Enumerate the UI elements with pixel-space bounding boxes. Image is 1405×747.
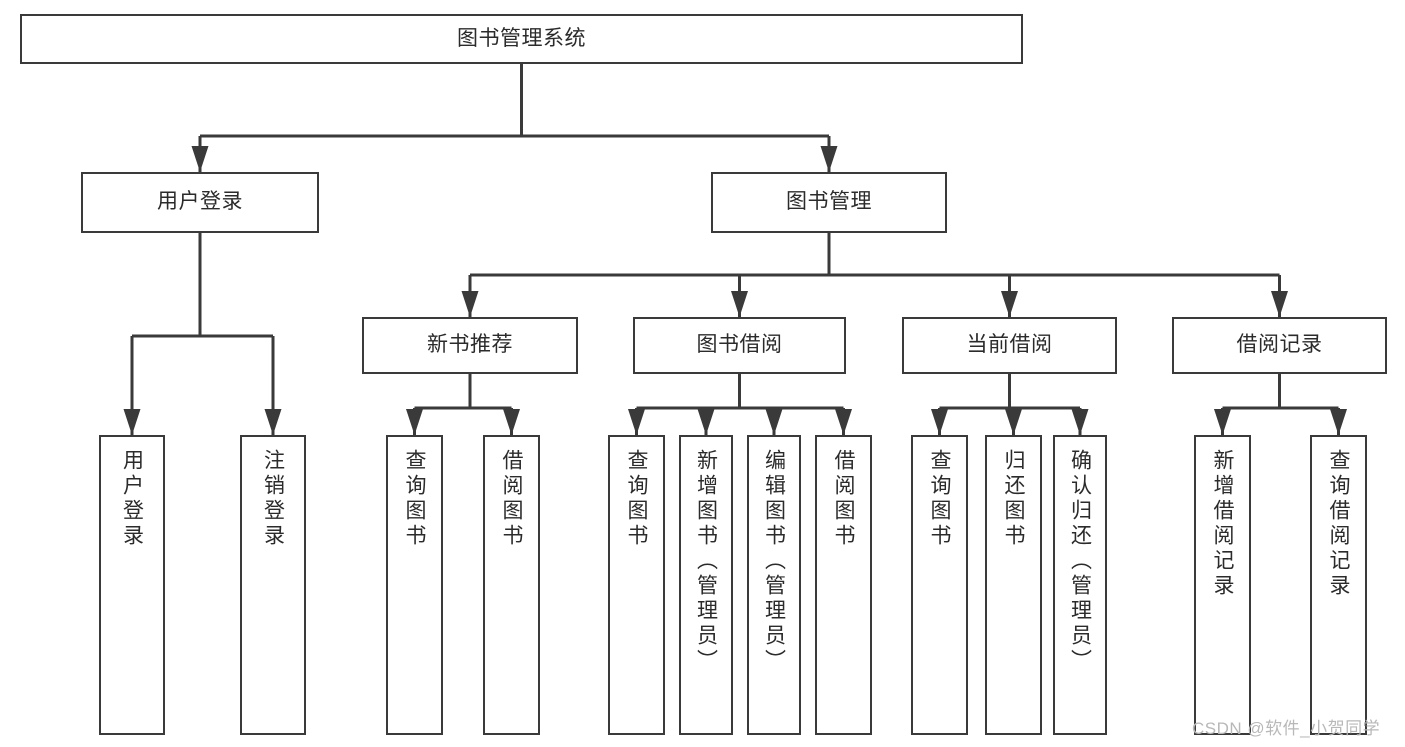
csdn-watermark: CSDN @软件_小贺同学: [1192, 719, 1381, 738]
node-book-borrow[interactable]: 图书借阅: [633, 317, 846, 374]
node-leaf-return-book[interactable]: 归还图书: [985, 435, 1042, 735]
node-leaf-query-book-2[interactable]: 查询图书: [608, 435, 665, 735]
node-label: 图书借阅: [696, 333, 783, 357]
node-label: 新增借阅记录: [1211, 449, 1235, 599]
node-label: 编辑图书（管理员）: [762, 449, 786, 674]
node-label: 借阅图书: [832, 449, 856, 549]
node-leaf-logout[interactable]: 注销登录: [240, 435, 306, 735]
node-label: 当前借阅: [966, 333, 1053, 357]
node-label: 图书管理系统: [457, 26, 586, 50]
node-label: 确认归还（管理员）: [1068, 449, 1092, 674]
node-label: 借阅记录: [1236, 333, 1323, 357]
node-label: 图书管理: [786, 190, 872, 214]
node-root[interactable]: 图书管理系统: [20, 14, 1023, 64]
node-label: 查询借阅记录: [1327, 449, 1351, 599]
node-new-book-rec[interactable]: 新书推荐: [362, 317, 578, 374]
node-label: 新书推荐: [427, 333, 513, 357]
node-label: 借阅图书: [500, 449, 524, 549]
node-label: 查询图书: [625, 449, 649, 549]
node-current-borrow[interactable]: 当前借阅: [902, 317, 1117, 374]
node-leaf-add-book[interactable]: 新增图书（管理员）: [679, 435, 733, 735]
node-leaf-edit-book[interactable]: 编辑图书（管理员）: [747, 435, 801, 735]
node-label: 用户登录: [157, 190, 243, 214]
node-label: 归还图书: [1002, 449, 1026, 549]
node-label: 注销登录: [261, 449, 285, 549]
node-leaf-confirm-return[interactable]: 确认归还（管理员）: [1053, 435, 1107, 735]
node-label: 查询图书: [928, 449, 952, 549]
node-leaf-borrow-book-1[interactable]: 借阅图书: [483, 435, 540, 735]
node-leaf-query-book-1[interactable]: 查询图书: [386, 435, 443, 735]
node-label: 用户登录: [120, 449, 144, 549]
node-leaf-add-record[interactable]: 新增借阅记录: [1194, 435, 1251, 735]
node-label: 查询图书: [403, 449, 427, 549]
node-book-manage[interactable]: 图书管理: [711, 172, 947, 233]
node-label: 新增图书（管理员）: [694, 449, 718, 674]
node-user-login[interactable]: 用户登录: [81, 172, 319, 233]
node-borrow-record[interactable]: 借阅记录: [1172, 317, 1387, 374]
node-leaf-query-book-3[interactable]: 查询图书: [911, 435, 968, 735]
node-leaf-borrow-book-2[interactable]: 借阅图书: [815, 435, 872, 735]
node-leaf-query-record[interactable]: 查询借阅记录: [1310, 435, 1367, 735]
node-leaf-user-login[interactable]: 用户登录: [99, 435, 165, 735]
